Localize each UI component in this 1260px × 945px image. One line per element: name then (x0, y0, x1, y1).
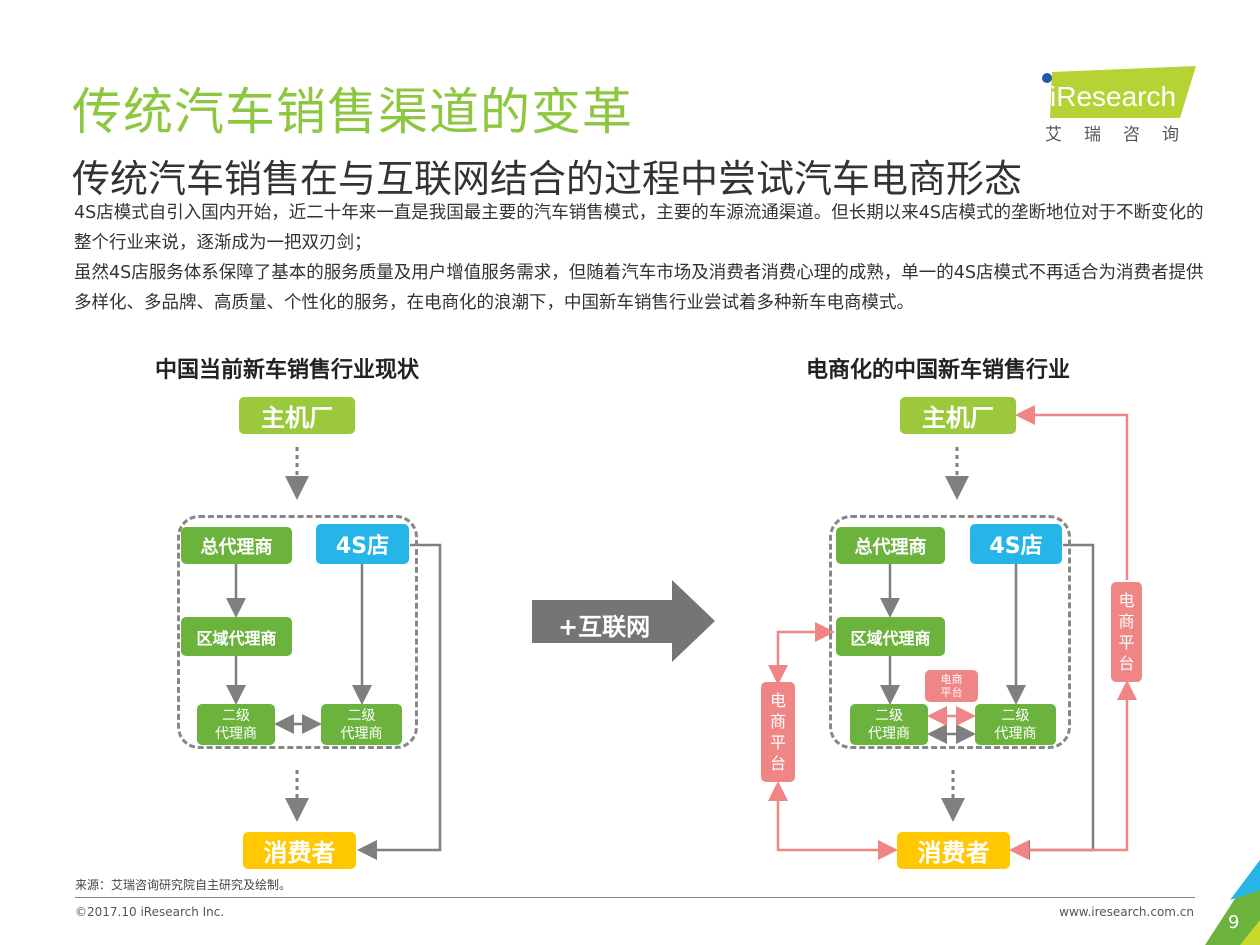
right-diagram-title: 电商化的中国新车销售行业 (806, 358, 1071, 383)
page-title: 传统汽车销售渠道的变革 (72, 83, 633, 141)
footer-divider (75, 897, 1195, 898)
consumer-box: 消费者 (243, 832, 356, 869)
paragraph-1: 4S店模式自引入国内开始，近二十年来一直是我国最主要的汽车销售模式，主要的车源流… (74, 203, 1204, 253)
ecom-platform-right: 电 商 平 台 (1111, 582, 1142, 682)
consumer-box-ecom: 消费者 (897, 832, 1010, 869)
left-diagram-title: 中国当前新车销售行业现状 (155, 358, 420, 383)
general-agent-box-ecom: 总代理商 (836, 527, 945, 564)
dealer-group-frame-ecom (829, 515, 1071, 749)
logo-cn: 艾瑞咨询 (1045, 125, 1201, 145)
paragraph-2: 虽然4S店服务体系保障了基本的服务质量及用户增值服务需求，但随着汽车市场及消费者… (74, 263, 1204, 313)
oem-box: 主机厂 (239, 397, 355, 434)
general-agent-box: 总代理商 (181, 527, 292, 564)
internet-arrow-shape (532, 580, 715, 662)
ecom-platform-small: 电商 平台 (925, 670, 978, 702)
regional-agent-box-ecom: 区域代理商 (836, 617, 945, 656)
secondary-agent-box-2: 二级 代理商 (321, 704, 402, 745)
regional-agent-box: 区域代理商 (181, 617, 292, 656)
website-url: www.iresearch.com.cn (1059, 905, 1194, 919)
page-subtitle: 传统汽车销售在与互联网结合的过程中尝试汽车电商形态 (72, 157, 1023, 201)
secondary-agent-box-1: 二级 代理商 (197, 704, 275, 745)
4s-store-box: 4S店 (316, 524, 409, 564)
page-number: 9 (1228, 912, 1240, 933)
description: 4S店模式自引入国内开始，近二十年来一直是我国最主要的汽车销售模式，主要的车源流… (74, 198, 1204, 318)
ecom-platform-left: 电 商 平 台 (761, 682, 795, 782)
secondary-agent-box-ecom-2: 二级 代理商 (975, 704, 1056, 745)
oem-box-ecom: 主机厂 (900, 397, 1016, 434)
iresearch-logo: iResearch (1040, 66, 1200, 126)
logo-brand: iResearch (1050, 81, 1176, 112)
internet-arrow-label: +互联网 (558, 613, 651, 641)
source-note: 来源：艾瑞咨询研究院自主研究及绘制。 (75, 878, 292, 892)
copyright: ©2017.10 iResearch Inc. (75, 905, 225, 919)
secondary-agent-box-ecom-1: 二级 代理商 (850, 704, 928, 745)
4s-store-box-ecom: 4S店 (970, 524, 1062, 564)
dealer-group-frame (177, 515, 418, 749)
